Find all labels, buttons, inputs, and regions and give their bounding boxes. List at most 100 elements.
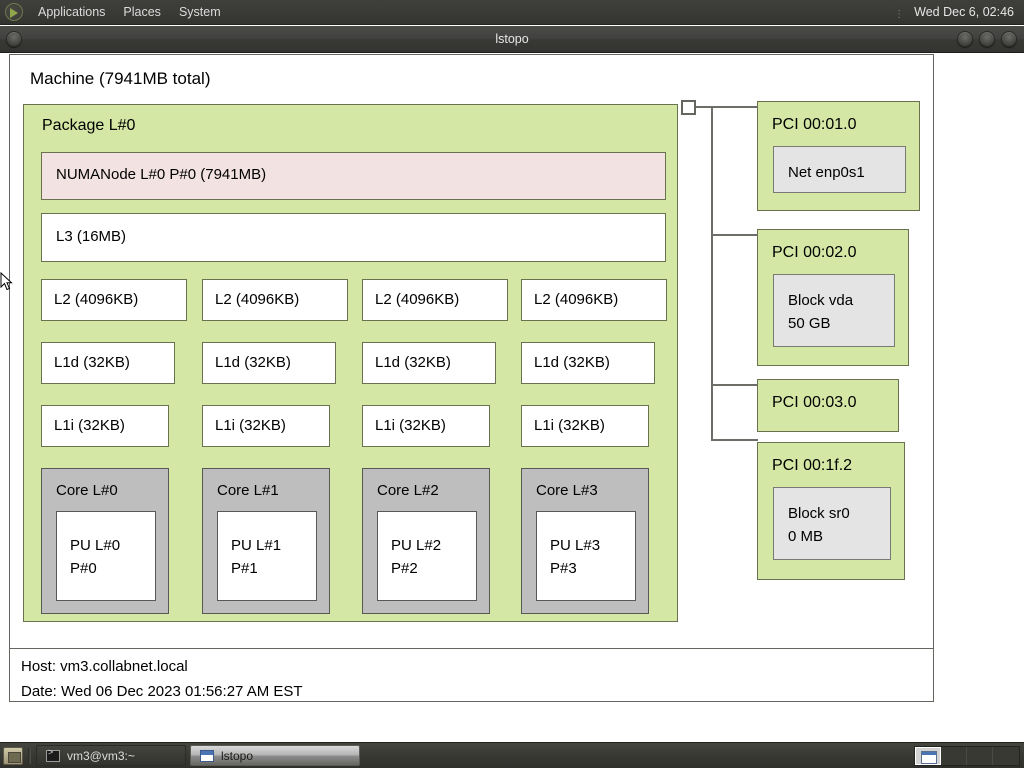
l1d-cache-label-2: L1d (32KB) bbox=[375, 354, 451, 371]
pci-child-box-3[interactable]: Block sr0 0 MB bbox=[773, 487, 891, 560]
top-panel: Applications Places System ⋮ Wed Dec 6, … bbox=[0, 0, 1024, 25]
l1i-cache-box-2[interactable]: L1i (32KB) bbox=[362, 405, 490, 447]
l1d-cache-box-3[interactable]: L1d (32KB) bbox=[521, 342, 655, 384]
pci-child-box-0[interactable]: Net enp0s1 bbox=[773, 146, 906, 193]
pu-label-0: PU L#0 P#0 bbox=[70, 537, 121, 577]
l1i-cache-box-0[interactable]: L1i (32KB) bbox=[41, 405, 169, 447]
tree-line-branch-3 bbox=[711, 439, 758, 441]
numanode-box[interactable]: NUMANode L#0 P#0 (7941MB) bbox=[41, 152, 666, 200]
pu-label-1: PU L#1 P#1 bbox=[231, 537, 282, 577]
pci-box-1[interactable]: PCI 00:02.0 Block vda 50 GB bbox=[757, 229, 909, 366]
numanode-label: NUMANode L#0 P#0 (7941MB) bbox=[56, 166, 267, 183]
core-label-3: Core L#3 bbox=[536, 482, 598, 499]
core-box-0[interactable]: Core L#0 PU L#0 P#0 bbox=[41, 468, 169, 614]
pci-label-3: PCI 00:1f.2 bbox=[772, 457, 853, 474]
l3-cache-box[interactable]: L3 (16MB) bbox=[41, 213, 666, 262]
task-label-lstopo: lstopo bbox=[221, 748, 254, 763]
core-box-3[interactable]: Core L#3 PU L#3 P#3 bbox=[521, 468, 649, 614]
l1i-cache-box-1[interactable]: L1i (32KB) bbox=[202, 405, 330, 447]
l2-cache-label-0: L2 (4096KB) bbox=[54, 291, 139, 308]
package-box[interactable]: Package L#0 NUMANode L#0 P#0 (7941MB) L3… bbox=[23, 104, 678, 622]
window-icon bbox=[200, 749, 214, 762]
window-menu-button[interactable] bbox=[6, 31, 22, 47]
l2-cache-box-1[interactable]: L2 (4096KB) bbox=[202, 279, 348, 321]
tree-line-branch-1 bbox=[711, 234, 758, 236]
lstopo-canvas[interactable]: Machine (7941MB total) Package L#0 NUMAN… bbox=[0, 54, 1024, 742]
tree-line-bridge-stub bbox=[696, 106, 713, 108]
core-label-1: Core L#1 bbox=[217, 482, 279, 499]
pu-box-3[interactable]: PU L#3 P#3 bbox=[536, 511, 636, 601]
menu-applications[interactable]: Applications bbox=[38, 4, 106, 19]
l2-cache-box-2[interactable]: L2 (4096KB) bbox=[362, 279, 508, 321]
l3-cache-label: L3 (16MB) bbox=[56, 228, 127, 245]
pu-label-2: PU L#2 P#2 bbox=[391, 537, 442, 577]
machine-box[interactable]: Machine (7941MB total) Package L#0 NUMAN… bbox=[9, 54, 934, 702]
pu-box-2[interactable]: PU L#2 P#2 bbox=[377, 511, 477, 601]
task-button-lstopo[interactable]: lstopo bbox=[190, 745, 360, 766]
window-titlebar[interactable]: lstopo bbox=[0, 26, 1024, 53]
l2-cache-box-0[interactable]: L2 (4096KB) bbox=[41, 279, 187, 321]
pci-label-0: PCI 00:01.0 bbox=[772, 116, 857, 133]
l1i-cache-label-1: L1i (32KB) bbox=[215, 417, 286, 434]
tree-line-branch-0 bbox=[711, 106, 758, 108]
workspace-switcher[interactable] bbox=[914, 745, 1020, 766]
workspace-1[interactable] bbox=[915, 746, 941, 765]
l1d-cache-box-1[interactable]: L1d (32KB) bbox=[202, 342, 336, 384]
footer-host-label: Host: vm3.collabnet.local bbox=[21, 658, 188, 675]
l1d-cache-label-0: L1d (32KB) bbox=[54, 354, 130, 371]
pci-label-2: PCI 00:03.0 bbox=[772, 394, 857, 411]
l2-cache-label-3: L2 (4096KB) bbox=[534, 291, 619, 308]
task-button-terminal[interactable]: vm3@vm3:~ bbox=[36, 745, 186, 766]
close-button[interactable] bbox=[1001, 31, 1017, 47]
l1d-cache-box-2[interactable]: L1d (32KB) bbox=[362, 342, 496, 384]
panel-grip-icon: ⋮ bbox=[894, 9, 906, 20]
pci-child-label-3: Block sr0 0 MB bbox=[788, 505, 850, 545]
pci-box-2[interactable]: PCI 00:03.0 bbox=[757, 379, 899, 432]
maximize-button[interactable] bbox=[979, 31, 995, 47]
show-desktop-icon[interactable] bbox=[3, 746, 23, 765]
l1d-cache-box-0[interactable]: L1d (32KB) bbox=[41, 342, 175, 384]
l1i-cache-label-0: L1i (32KB) bbox=[54, 417, 125, 434]
footer-box: Host: vm3.collabnet.local Date: Wed 06 D… bbox=[9, 648, 934, 702]
core-box-1[interactable]: Core L#1 PU L#1 P#1 bbox=[202, 468, 330, 614]
machine-label: Machine (7941MB total) bbox=[30, 69, 211, 88]
l2-cache-label-1: L2 (4096KB) bbox=[215, 291, 300, 308]
pci-bridge-node[interactable] bbox=[681, 100, 696, 115]
gnome-foot-icon[interactable] bbox=[5, 3, 23, 21]
window-controls bbox=[957, 31, 1017, 47]
core-box-2[interactable]: Core L#2 PU L#2 P#2 bbox=[362, 468, 490, 614]
panel-right-area: ⋮ Wed Dec 6, 02:46 bbox=[894, 5, 1024, 20]
minimize-button[interactable] bbox=[957, 31, 973, 47]
workspace-2[interactable] bbox=[941, 746, 967, 765]
footer-date-label: Date: Wed 06 Dec 2023 01:56:27 AM EST bbox=[21, 683, 303, 700]
tree-line-branch-2 bbox=[711, 384, 758, 386]
l1d-cache-label-1: L1d (32KB) bbox=[215, 354, 291, 371]
menu-system[interactable]: System bbox=[178, 4, 221, 19]
menu-places[interactable]: Places bbox=[123, 4, 161, 19]
l2-cache-label-2: L2 (4096KB) bbox=[375, 291, 460, 308]
window-title: lstopo bbox=[495, 32, 529, 46]
pci-box-0[interactable]: PCI 00:01.0 Net enp0s1 bbox=[757, 101, 920, 211]
pu-box-1[interactable]: PU L#1 P#1 bbox=[217, 511, 317, 601]
workspace-3[interactable] bbox=[967, 746, 993, 765]
tree-line-bus-vertical bbox=[711, 106, 713, 441]
l1i-cache-box-3[interactable]: L1i (32KB) bbox=[521, 405, 649, 447]
l2-cache-box-3[interactable]: L2 (4096KB) bbox=[521, 279, 667, 321]
task-label-terminal: vm3@vm3:~ bbox=[67, 748, 135, 763]
pu-box-0[interactable]: PU L#0 P#0 bbox=[56, 511, 156, 601]
mouse-cursor-icon bbox=[0, 272, 13, 291]
pu-label-3: PU L#3 P#3 bbox=[550, 537, 601, 577]
core-label-2: Core L#2 bbox=[377, 482, 439, 499]
core-label-0: Core L#0 bbox=[56, 482, 118, 499]
clock[interactable]: Wed Dec 6, 02:46 bbox=[914, 5, 1014, 19]
package-label: Package L#0 bbox=[42, 117, 136, 134]
pci-label-1: PCI 00:02.0 bbox=[772, 244, 857, 261]
terminal-icon bbox=[46, 748, 60, 762]
pci-child-label-1: Block vda 50 GB bbox=[788, 292, 854, 332]
pci-child-box-1[interactable]: Block vda 50 GB bbox=[773, 274, 895, 347]
l1i-cache-label-2: L1i (32KB) bbox=[375, 417, 446, 434]
workspace-4[interactable] bbox=[993, 746, 1019, 765]
taskbar-separator bbox=[28, 747, 31, 764]
l1i-cache-label-3: L1i (32KB) bbox=[534, 417, 605, 434]
pci-box-3[interactable]: PCI 00:1f.2 Block sr0 0 MB bbox=[757, 442, 905, 580]
